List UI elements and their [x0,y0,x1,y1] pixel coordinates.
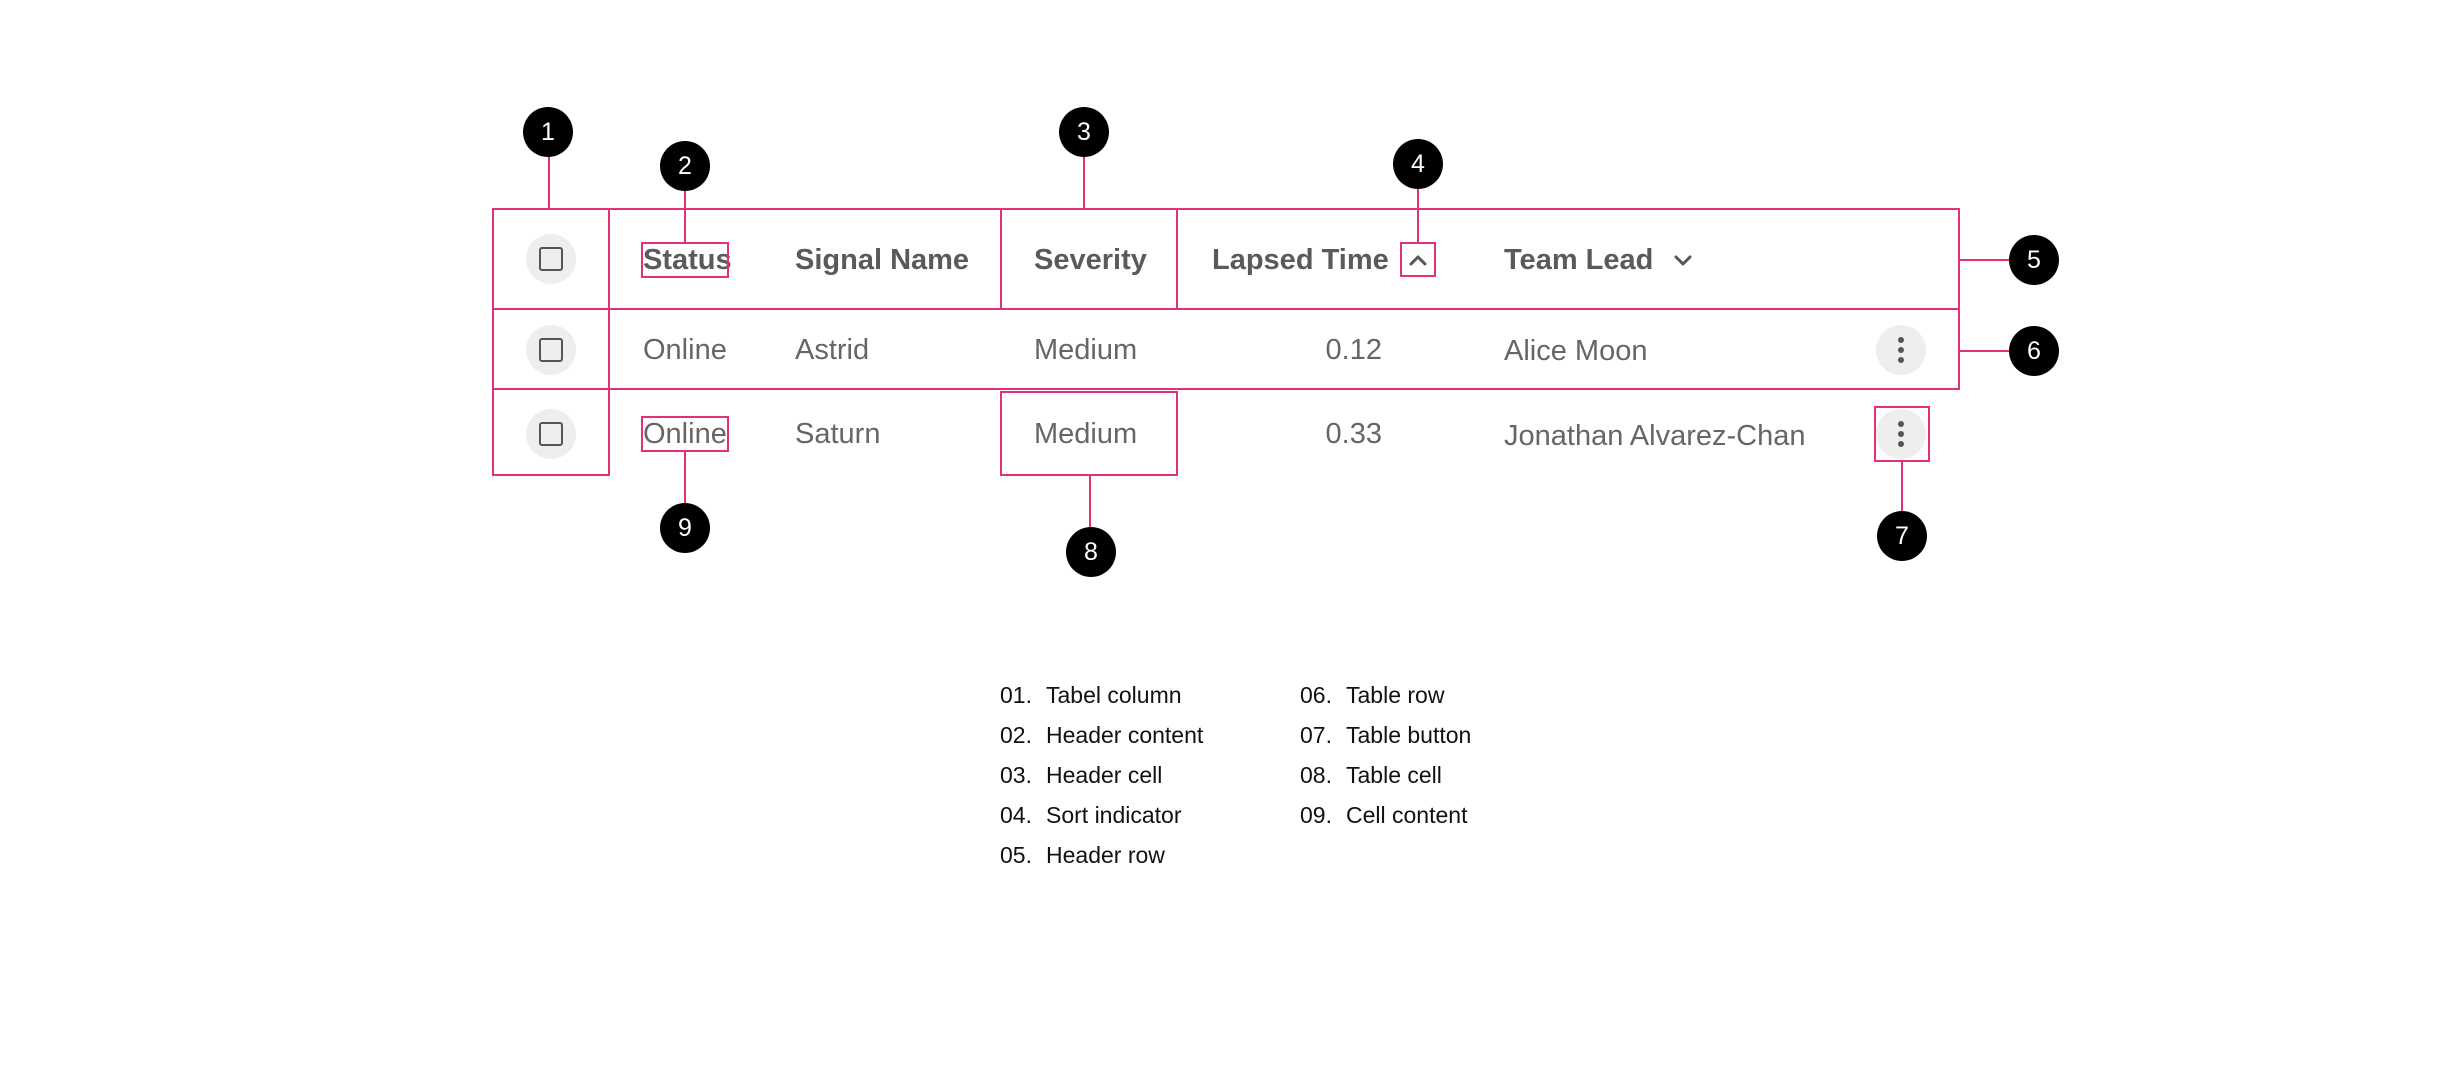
select-all-checkbox[interactable] [526,234,576,284]
header-team-lead[interactable]: Team Lead [1504,244,1654,276]
cell-team-lead: Alice Moon [1504,335,1648,367]
row-more-button[interactable] [1876,409,1926,459]
chevron-down-icon[interactable] [1666,244,1700,276]
outline-table-cell [1000,391,1178,476]
legend-item: 08.Table cell [1300,762,1442,788]
cell-severity: Medium [1034,418,1138,450]
connector-9 [684,451,686,504]
outline-header-cell [1000,208,1178,310]
checkbox-icon [539,338,563,362]
row-checkbox[interactable] [526,325,576,375]
connector-6 [1958,350,2012,352]
header-status[interactable]: Status [643,244,732,276]
badge-1: 1 [523,107,573,157]
chevron-up-icon[interactable] [1400,244,1436,276]
badge-4: 4 [1393,139,1443,189]
header-severity[interactable]: Severity [1034,244,1147,276]
cell-signal-name: Saturn [795,418,881,450]
header-signal-name[interactable]: Signal Name [795,244,970,276]
legend-item: 04.Sort indicator [1000,802,1182,828]
row-checkbox[interactable] [526,409,576,459]
badge-9: 9 [660,503,710,553]
legend-item: 03.Header cell [1000,762,1163,788]
legend-item: 02.Header content [1000,722,1204,748]
cell-team-lead: Jonathan Alvarez-Chan [1504,420,1806,452]
outline-cell-content [641,416,729,452]
connector-4 [1417,189,1419,243]
outline-table-column [492,208,610,476]
badge-6: 6 [2009,326,2059,376]
checkbox-icon [539,422,563,446]
connector-3 [1083,157,1085,209]
badge-3: 3 [1059,107,1109,157]
cell-lapsed-time: 0.33 [1325,418,1382,450]
badge-2: 2 [660,141,710,191]
legend-item: 01.Tabel column [1000,682,1182,708]
cell-status: Online [643,334,727,366]
header-lapsed-time[interactable]: Lapsed Time [1212,244,1389,276]
cell-signal-name: Astrid [795,334,870,366]
cell-severity: Medium [1034,334,1138,366]
connector-7 [1901,461,1903,511]
outline-table-row [492,308,1960,390]
connector-2 [684,190,686,243]
legend-item: 06.Table row [1300,682,1445,708]
badge-8: 8 [1066,527,1116,577]
checkbox-icon [539,247,563,271]
cell-lapsed-time: 0.12 [1325,334,1382,366]
outline-table-button [1874,406,1930,462]
legend-item: 05.Header row [1000,842,1165,868]
legend-item: 07.Table button [1300,722,1472,748]
connector-1 [548,157,550,209]
connector-5 [1958,259,2012,261]
cell-status: Online [643,418,727,450]
connector-8 [1089,475,1091,527]
outline-header-content [641,242,729,278]
row-more-button[interactable] [1876,325,1926,375]
legend-item: 09.Cell content [1300,802,1468,828]
badge-7: 7 [1877,511,1927,561]
badge-5: 5 [2009,235,2059,285]
outline-sort-indicator [1400,242,1436,277]
